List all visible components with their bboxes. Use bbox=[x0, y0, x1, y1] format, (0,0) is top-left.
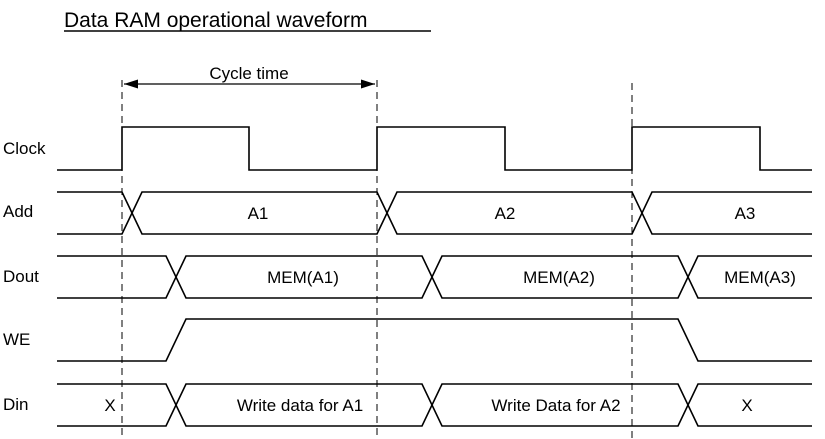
add-value-a3: A3 bbox=[735, 204, 756, 223]
din-value-x-2: X bbox=[741, 396, 752, 415]
dout-value-mem-a3: MEM(A3) bbox=[724, 268, 796, 287]
din-value-x-1: X bbox=[104, 396, 115, 415]
signal-label-dout: Dout bbox=[3, 267, 39, 286]
add-value-a1: A1 bbox=[248, 204, 269, 223]
dout-value-mem-a2: MEM(A2) bbox=[523, 268, 595, 287]
cycle-time-arrow bbox=[124, 79, 375, 89]
cycle-time-label: Cycle time bbox=[209, 64, 288, 83]
signal-label-we: WE bbox=[3, 330, 30, 349]
din-bus-waveform bbox=[57, 383, 812, 427]
add-bus-waveform bbox=[57, 191, 812, 235]
clock-waveform bbox=[57, 126, 812, 171]
dout-bus-waveform bbox=[57, 255, 812, 299]
dout-value-mem-a1: MEM(A1) bbox=[267, 268, 339, 287]
din-value-write-a2: Write Data for A2 bbox=[491, 396, 620, 415]
add-value-a2: A2 bbox=[495, 204, 516, 223]
signal-label-clock: Clock bbox=[3, 139, 46, 158]
signal-label-din: Din bbox=[3, 395, 29, 414]
signal-label-add: Add bbox=[3, 202, 33, 221]
we-waveform bbox=[57, 318, 812, 362]
diagram-title: Data RAM operational waveform bbox=[64, 9, 367, 32]
din-value-write-a1: Write data for A1 bbox=[237, 396, 363, 415]
